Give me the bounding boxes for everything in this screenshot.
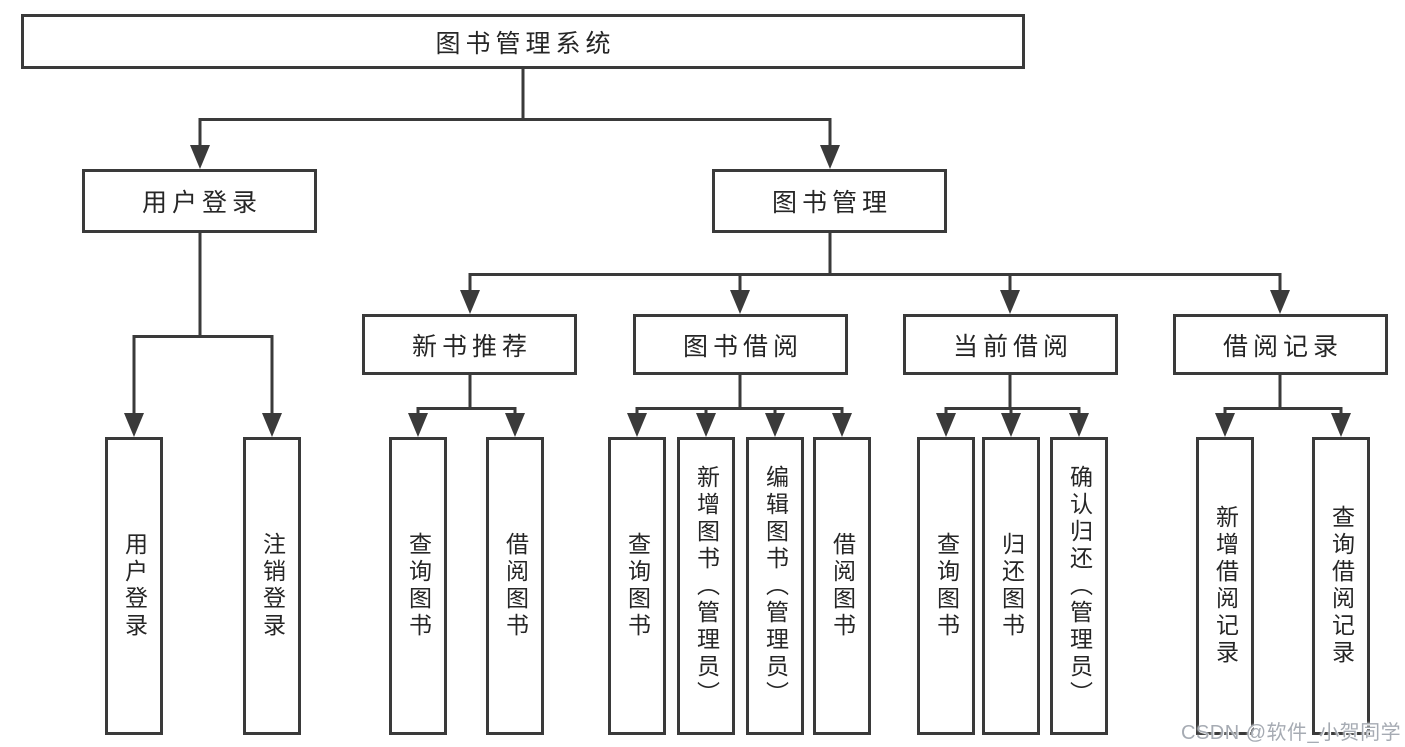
connector-userlogin-children <box>132 232 274 418</box>
leaf-logout-login-label: 注销登录 <box>259 532 286 640</box>
connector-root-to-level2 <box>198 68 832 150</box>
leaf-return-books: 归还图书 <box>982 437 1040 735</box>
node-book-borrowing: 图书借阅 <box>633 314 848 375</box>
leaf-search-books-current-label: 查询图书 <box>933 532 960 640</box>
leaf-edit-books-admin: 编辑图书（管理员） <box>746 437 804 735</box>
arrowheads <box>124 145 1351 437</box>
arrowhead-icon <box>627 413 647 437</box>
csdn-watermark: CSDN @软件_小贺同学 <box>1181 722 1402 744</box>
arrowhead-icon <box>730 290 750 314</box>
arrowhead-icon <box>1270 290 1290 314</box>
node-root-label: 图书管理系统 <box>435 29 616 58</box>
arrowhead-icon <box>820 145 840 169</box>
leaf-add-books-admin-label: 新增图书（管理员） <box>693 464 720 708</box>
node-new-book-recommend: 新书推荐 <box>362 314 577 375</box>
leaf-user-login: 用户登录 <box>105 437 163 735</box>
leaf-search-borrow-record: 查询借阅记录 <box>1312 437 1370 735</box>
arrowhead-icon <box>262 413 282 437</box>
leaf-add-borrow-record: 新增借阅记录 <box>1196 437 1254 735</box>
connector-currentborrow-children <box>944 374 1081 418</box>
node-borrow-records-label: 借阅记录 <box>1222 332 1343 361</box>
connector-paths <box>132 68 1343 418</box>
node-user-login-label: 用户登录 <box>141 189 262 217</box>
leaf-search-books-current: 查询图书 <box>917 437 975 735</box>
leaf-confirm-return-admin: 确认归还（管理员） <box>1050 437 1108 735</box>
arrowhead-icon <box>190 145 210 169</box>
arrowhead-icon <box>936 413 956 437</box>
arrowhead-icon <box>124 413 144 437</box>
node-book-borrowing-label: 图书借阅 <box>682 332 803 361</box>
node-current-borrowing-label: 当前借阅 <box>952 332 1073 361</box>
leaf-search-books-borrowing: 查询图书 <box>608 437 666 735</box>
connector-newbooks-children <box>416 374 517 418</box>
arrowhead-icon <box>1000 290 1020 314</box>
leaf-search-borrow-record-label: 查询借阅记录 <box>1328 505 1355 667</box>
leaf-search-books-recommend: 查询图书 <box>389 437 447 735</box>
leaf-borrow-books-label: 借阅图书 <box>829 532 856 640</box>
arrowhead-icon <box>696 413 716 437</box>
node-current-borrowing: 当前借阅 <box>903 314 1118 375</box>
arrowhead-icon <box>505 413 525 437</box>
arrowhead-icon <box>765 413 785 437</box>
leaf-borrow-books-recommend: 借阅图书 <box>486 437 544 735</box>
arrowhead-icon <box>1069 413 1089 437</box>
node-book-management: 图书管理 <box>712 169 947 233</box>
leaf-borrow-books-recommend-label: 借阅图书 <box>502 532 529 640</box>
node-new-book-recommend-label: 新书推荐 <box>411 332 532 361</box>
node-root-system: 图书管理系统 <box>21 14 1025 69</box>
leaf-add-borrow-record-label: 新增借阅记录 <box>1212 505 1239 667</box>
leaf-logout-login: 注销登录 <box>243 437 301 735</box>
leaf-edit-books-admin-label: 编辑图书（管理员） <box>762 464 789 708</box>
arrowhead-icon <box>408 413 428 437</box>
arrowhead-icon <box>460 290 480 314</box>
node-book-management-label: 图书管理 <box>771 189 892 217</box>
arrowhead-icon <box>832 413 852 437</box>
node-user-login: 用户登录 <box>82 169 317 233</box>
leaf-search-books-borrowing-label: 查询图书 <box>624 532 651 640</box>
connector-borrowrecords-children <box>1223 374 1343 418</box>
leaf-search-books-recommend-label: 查询图书 <box>405 532 432 640</box>
leaf-add-books-admin: 新增图书（管理员） <box>677 437 735 735</box>
arrowhead-icon <box>1001 413 1021 437</box>
connector-bookborrow-children <box>635 374 844 418</box>
arrowhead-icon <box>1331 413 1351 437</box>
leaf-user-login-label: 用户登录 <box>121 532 148 640</box>
leaf-confirm-return-admin-label: 确认归还（管理员） <box>1066 464 1093 708</box>
arrowhead-icon <box>1215 413 1235 437</box>
leaf-borrow-books: 借阅图书 <box>813 437 871 735</box>
connector-bookmgmt-to-level3 <box>468 232 1282 295</box>
node-borrow-records: 借阅记录 <box>1173 314 1388 375</box>
leaf-return-books-label: 归还图书 <box>998 532 1025 640</box>
